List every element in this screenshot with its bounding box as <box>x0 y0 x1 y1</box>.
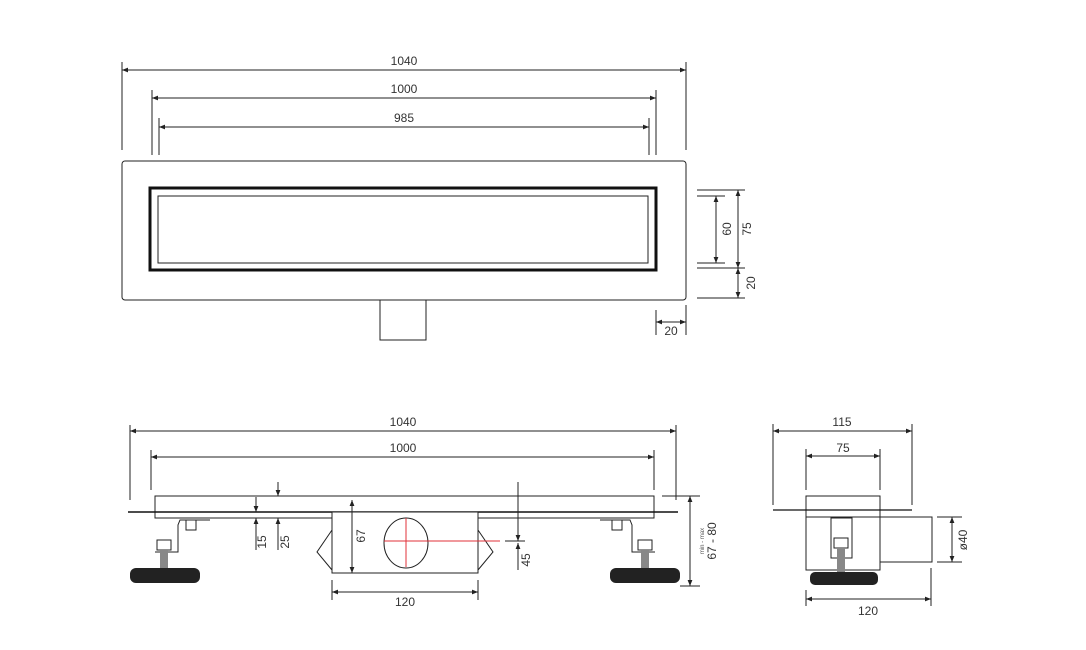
dim-grate-width: 75 <box>740 222 754 236</box>
outlet-pipe <box>379 299 427 341</box>
dim-grate-length: 1000 <box>391 82 418 96</box>
left-foot <box>130 519 210 583</box>
dim-inner-width: 60 <box>720 222 734 236</box>
dim-floor-offset: 15 <box>255 535 269 549</box>
dim-end-base-width: 120 <box>858 604 878 618</box>
dim-grate-depth: 25 <box>278 535 292 549</box>
end-outlet-pipe <box>879 516 933 563</box>
side-wings <box>316 529 494 571</box>
dim-body-width: 120 <box>395 595 415 609</box>
grate-inner <box>157 195 649 264</box>
end-foot <box>810 572 878 585</box>
grate-frame <box>148 186 658 272</box>
dim-outlet-diameter: ø40 <box>956 529 970 550</box>
dim-end-grate-width: 75 <box>836 441 850 455</box>
dim-side-grate-length: 1000 <box>390 441 417 455</box>
right-foot <box>600 519 680 583</box>
dim-outlet-height: 45 <box>519 553 533 567</box>
channel-body <box>331 511 479 574</box>
dim-inner-length: 985 <box>394 111 414 125</box>
dim-flange-height: 20 <box>744 276 758 290</box>
adjust-min-max-label: min - max <box>700 528 706 554</box>
dim-body-height: 67 <box>354 529 368 543</box>
dim-overall-length: 1040 <box>391 54 418 68</box>
end-view: 115 75 ø40 120 <box>772 415 970 618</box>
dim-end-overall-width: 115 <box>832 415 851 429</box>
channel-outline <box>121 160 687 301</box>
dim-adjust-range: 67 - 80 <box>705 522 719 560</box>
dim-side-overall-length: 1040 <box>390 415 417 429</box>
top-view: 1040 1000 985 60 75 20 20 <box>121 54 758 341</box>
side-view: 1040 1000 15 25 67 45 min - max 67 - 80 … <box>128 415 719 609</box>
dim-flange-width: 20 <box>664 324 678 338</box>
